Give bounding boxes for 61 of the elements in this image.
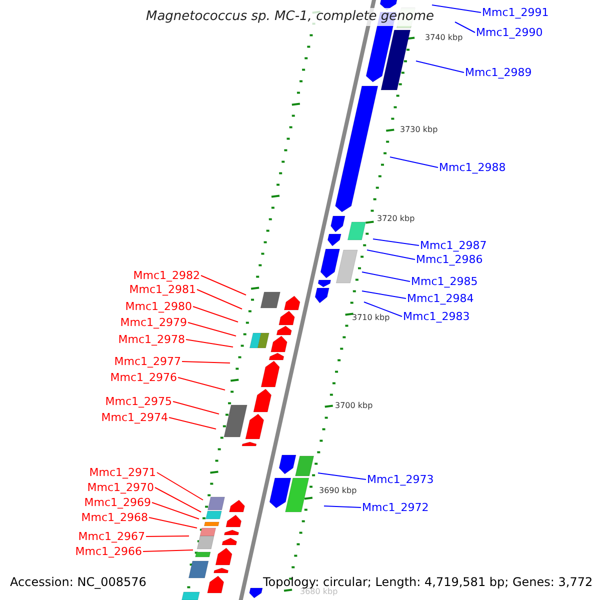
scale-label: 3690 kbp — [319, 486, 357, 496]
leader-line — [364, 302, 402, 317]
scale-label: 3710 kbp — [352, 313, 390, 323]
scale-label: 3680 kbp — [300, 587, 338, 597]
leader-line — [156, 472, 204, 500]
leader-line — [192, 306, 238, 322]
leader-line — [172, 401, 220, 414]
leader-line — [454, 22, 476, 33]
footer-text: Topology: circular; Length: 4,719,581 bp; Genes: 3,772 — [263, 575, 593, 589]
scale-label: 3730 kbp — [400, 125, 438, 135]
gene-label: Mmc1_2979 — [120, 316, 187, 329]
gene-label: Mmc1_2971 — [89, 466, 156, 479]
gene-label: Mmc1_2977 — [114, 355, 181, 368]
gene-label: Mmc1_2972 — [362, 501, 429, 514]
gene-label: Mmc1_2976 — [110, 371, 177, 384]
gene-label: Mmc1_2987 — [420, 239, 487, 252]
gene-label: Mmc1_2978 — [118, 333, 185, 346]
leader-line — [148, 517, 198, 528]
gene-label: Mmc1_2991 — [482, 6, 549, 19]
leader-line — [186, 339, 234, 348]
leader-line — [200, 275, 246, 296]
gene-label: Mmc1_2990 — [476, 26, 543, 39]
scale-label: 3740 kbp — [425, 33, 463, 43]
leader-line — [362, 290, 406, 299]
leader-line — [318, 472, 366, 480]
gene-label: Mmc1_2982 — [133, 269, 200, 282]
leader-line — [188, 322, 236, 336]
gene-label: Mmc1_2983 — [403, 310, 470, 323]
leader-line — [146, 536, 190, 537]
gene-label: Mmc1_2967 — [78, 530, 145, 543]
leader-line — [372, 238, 420, 246]
gene-label: Mmc1_2966 — [75, 545, 142, 558]
leader-line — [168, 417, 216, 430]
gene-label: Mmc1_2981 — [129, 283, 196, 296]
leader-line — [178, 377, 226, 390]
gene-label: Mmc1_2975 — [105, 395, 172, 408]
leader-line — [324, 506, 362, 508]
gene-label: Mmc1_2973 — [367, 473, 434, 486]
gene-label: Mmc1_2970 — [87, 481, 154, 494]
leader-line — [196, 289, 242, 310]
leader-line — [152, 502, 200, 520]
leader-line — [362, 272, 410, 282]
leader-line — [390, 156, 438, 168]
footer-text: Accession: NC_008576 — [10, 575, 146, 589]
gene-label: Mmc1_2968 — [81, 511, 148, 524]
leader-line — [154, 487, 202, 512]
gene-label: Mmc1_2988 — [439, 161, 506, 174]
leader-line — [416, 60, 464, 73]
gene-label: Mmc1_2974 — [101, 411, 168, 424]
leader-line — [182, 361, 230, 364]
gene-label: Mmc1_2980 — [125, 300, 192, 313]
scale-label: 3720 kbp — [377, 214, 415, 224]
leader-line — [432, 4, 482, 13]
leader-line — [142, 550, 194, 552]
gene-label: Mmc1_2969 — [84, 496, 151, 509]
leader-line — [366, 250, 416, 260]
gene-label: Mmc1_2984 — [407, 292, 474, 305]
gene-label: Mmc1_2989 — [465, 66, 532, 79]
scale-label: 3700 kbp — [335, 401, 373, 411]
gene-label: Mmc1_2985 — [411, 275, 478, 288]
gene-label: Mmc1_2986 — [416, 253, 483, 266]
